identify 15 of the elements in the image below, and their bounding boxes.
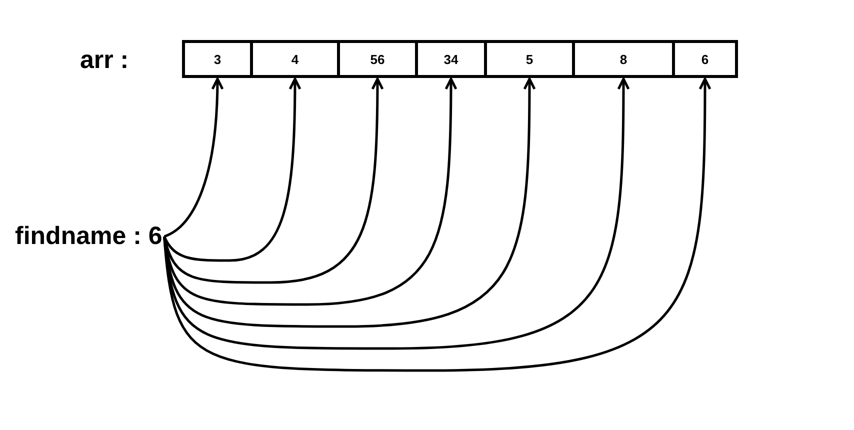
array-label: arr : (80, 46, 129, 75)
array-cell: 56 (337, 40, 418, 78)
array-cell: 5 (484, 40, 575, 78)
arrow (163, 78, 458, 306)
arrow (163, 78, 630, 350)
array-cell: 4 (250, 40, 340, 78)
array-cell: 6 (672, 40, 738, 78)
arrow (163, 78, 302, 262)
array-cell: 34 (415, 40, 487, 78)
array-cell: 3 (182, 40, 253, 78)
arrow (163, 78, 712, 372)
arrow (164, 78, 224, 238)
variable-label: findname : 6 (15, 222, 162, 251)
array-cell: 8 (572, 40, 675, 78)
arrow (163, 78, 536, 328)
